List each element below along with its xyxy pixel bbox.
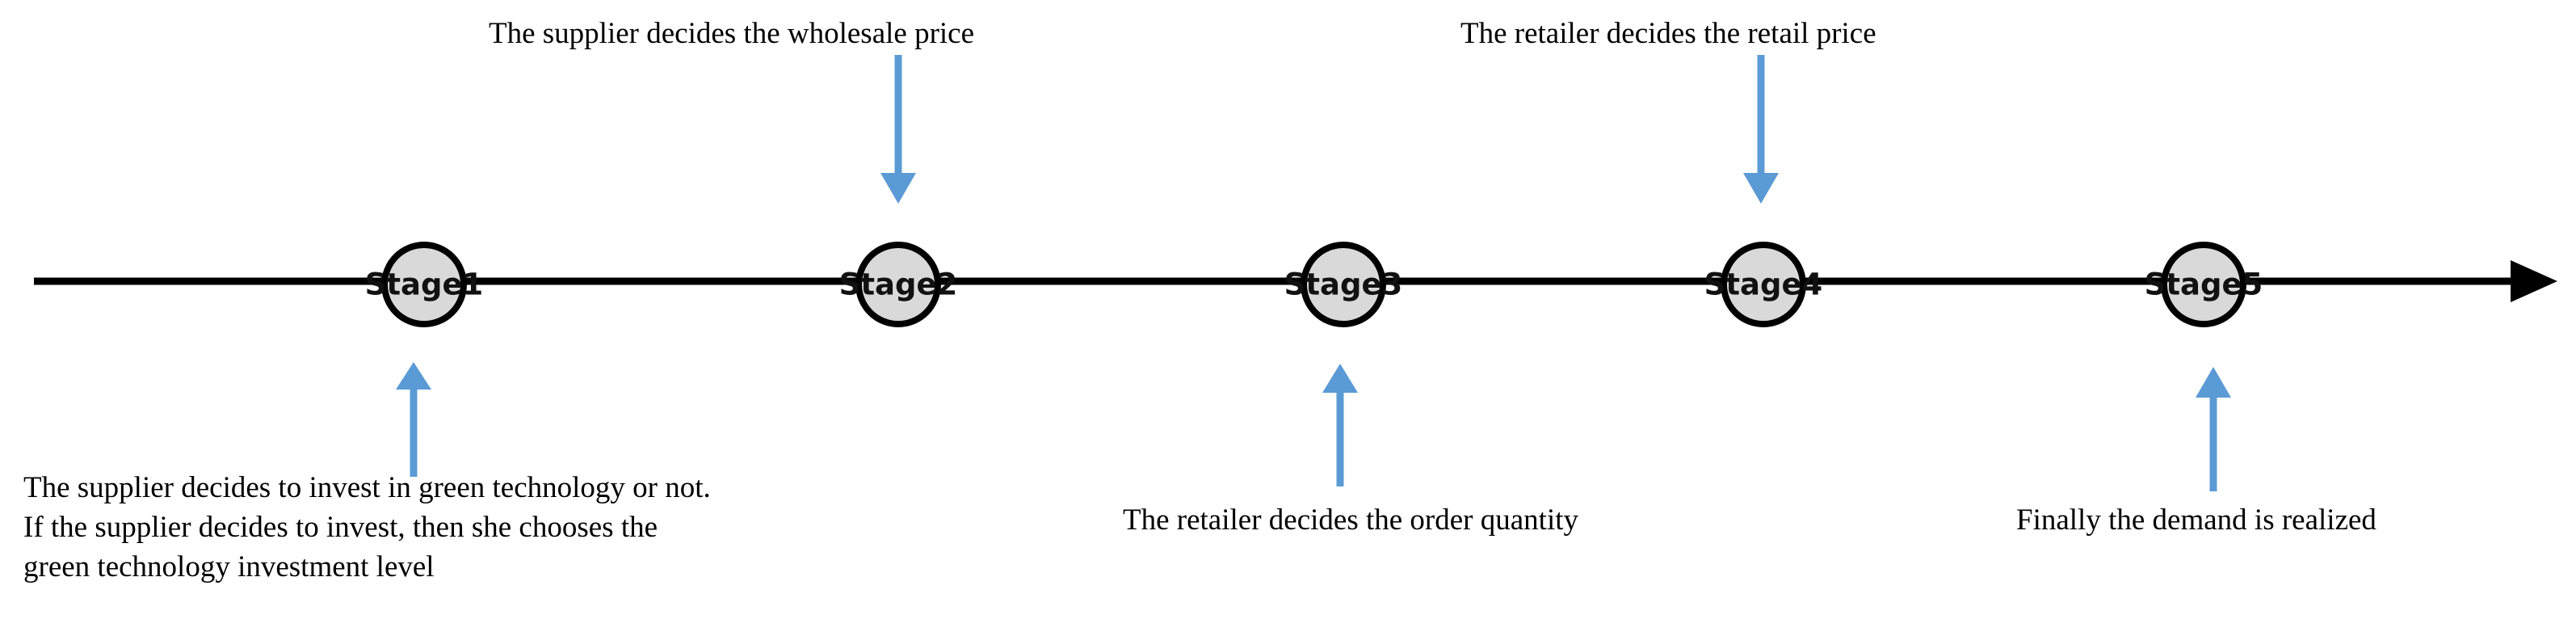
stage-node-label: Stage5 [2145, 267, 2263, 302]
stage-node-stage5[interactable]: Stage5 [2145, 242, 2263, 327]
annotation-stage5-text: Finally the demand is realized [2016, 503, 2376, 537]
stage-node-stage1[interactable]: Stage1 [365, 242, 484, 327]
connector-arrow-down-stage4 [1743, 55, 1779, 204]
connector-arrow-up-stage5 [2196, 367, 2231, 491]
connector-arrowhead-icon [1743, 173, 1779, 204]
connector-arrowhead-icon [1322, 364, 1358, 393]
annotation-stage3-text: The retailer decides the order quantity [1123, 503, 1578, 537]
connector-arrow-up-stage3 [1322, 364, 1358, 486]
connector-arrowhead-icon [396, 362, 431, 390]
stage-node-label: Stage1 [365, 267, 484, 302]
connector-arrowhead-icon [880, 173, 916, 204]
stage-node-group: Stage1 Stage2 Stage3 Stage4 Stage5 [365, 242, 2263, 327]
connector-arrow-down-stage2 [880, 55, 916, 204]
connector-arrow-up-stage1 [396, 362, 431, 477]
stage-circle[interactable] [1301, 242, 1386, 327]
annotation-stage4-text: The retailer decides the retail price [1460, 17, 1876, 50]
stage-node-label: Stage2 [839, 267, 958, 302]
connector-arrow-group [396, 55, 2231, 491]
stage-node-stage3[interactable]: Stage3 [1284, 242, 1403, 327]
stage-circle[interactable] [1721, 242, 1806, 327]
stage-node-stage2[interactable]: Stage2 [839, 242, 958, 327]
stage-node-stage4[interactable]: Stage4 [1704, 242, 1823, 327]
stage-circle[interactable] [2161, 242, 2246, 327]
stage-node-label: Stage4 [1704, 267, 1823, 302]
time-axis-arrowhead-icon [2511, 260, 2557, 302]
annotation-stage1-text: The supplier decides to invest in green … [23, 471, 711, 583]
stage-circle[interactable] [855, 242, 941, 327]
stage-circle[interactable] [381, 242, 467, 327]
connector-arrowhead-icon [2196, 367, 2231, 398]
annotation-stage2-text: The supplier decides the wholesale price [489, 17, 975, 50]
stage-node-label: Stage3 [1284, 267, 1403, 302]
